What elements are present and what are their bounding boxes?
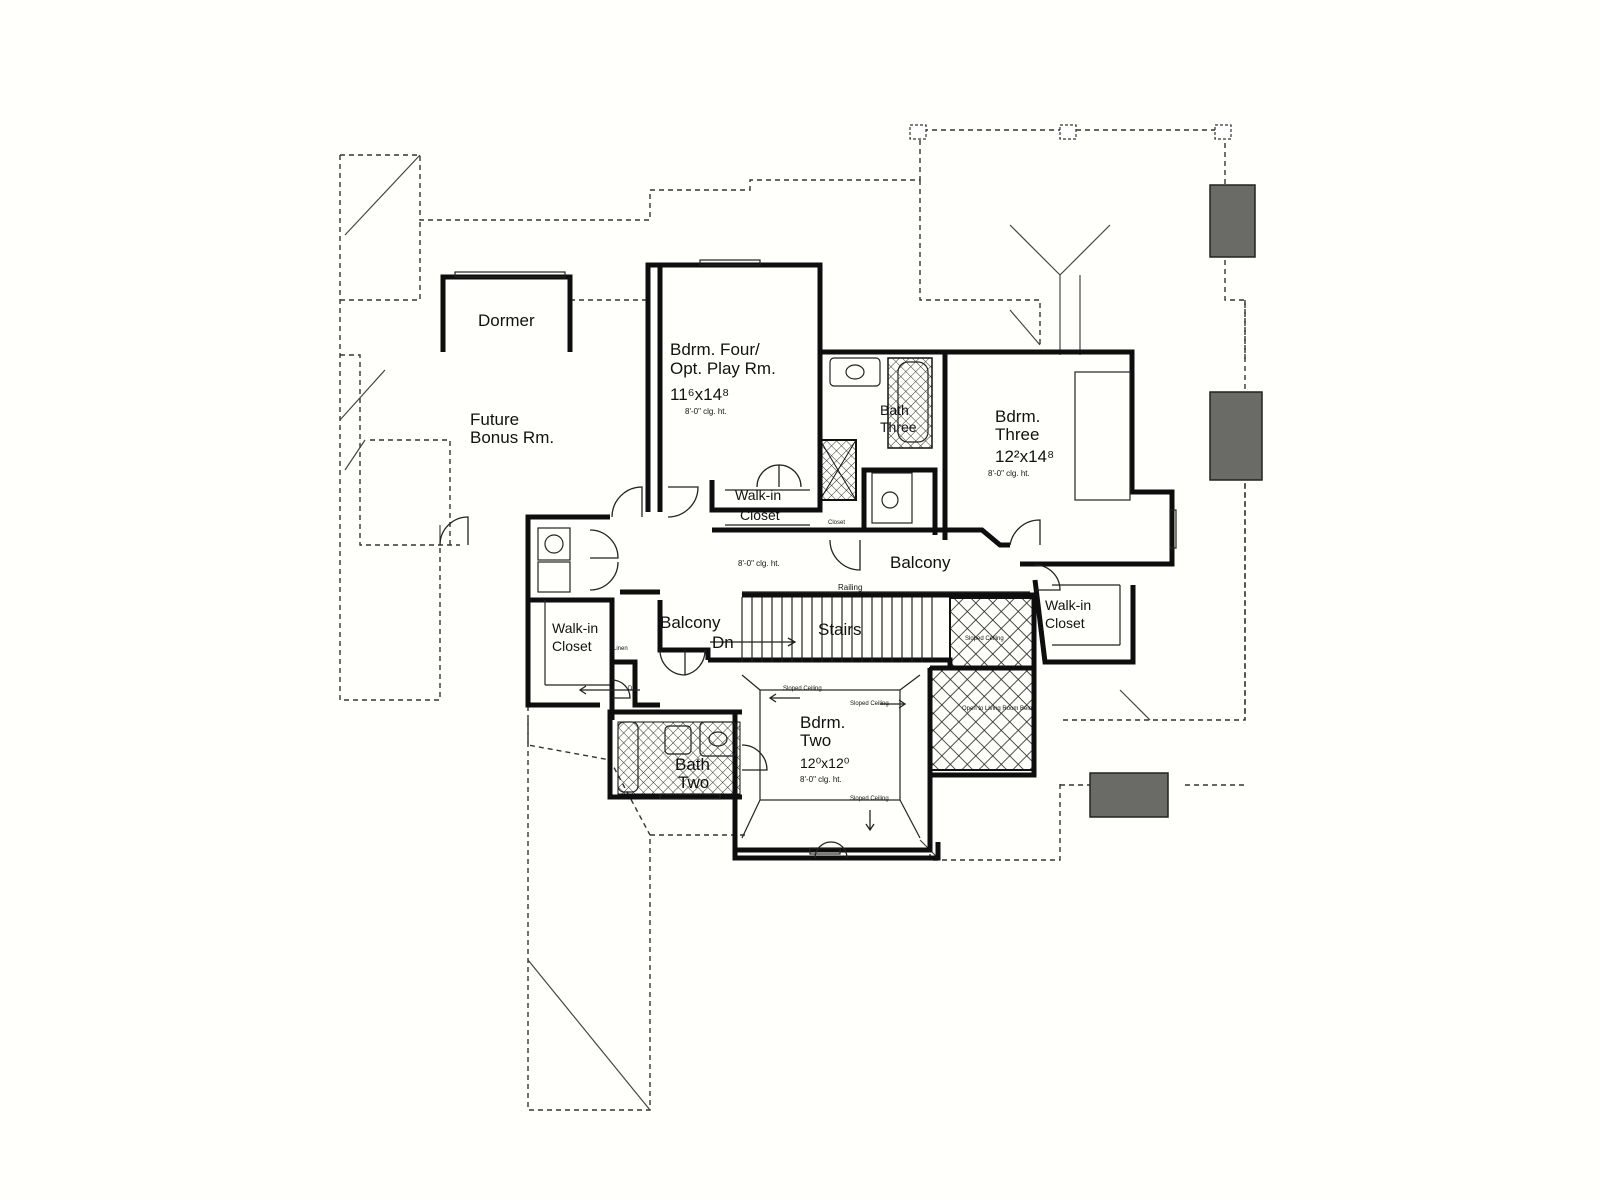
door-swings	[439, 464, 1061, 859]
label-railing: Railing	[838, 583, 862, 592]
label-hall-ceiling: 8'-0" clg. ht.	[738, 559, 780, 568]
label-sloped-ceiling-3: Sloped Ceiling	[850, 796, 889, 802]
label-walkin-top-line2: Closet	[740, 507, 780, 523]
label-bdrm-three-line1: Bdrm.	[995, 407, 1040, 426]
label-sloped-ceiling-1: Sloped Ceiling	[783, 686, 822, 692]
roof-hip-lines	[339, 154, 1151, 1111]
chimney-blocks	[1089, 184, 1263, 818]
label-walkin-left-line2: Closet	[552, 638, 592, 654]
label-bdrm-three-size: 12²x14⁸	[995, 447, 1054, 466]
label-sloped-ceiling-4: Sloped Ceiling	[965, 636, 1004, 642]
porch-columns	[909, 124, 1232, 140]
label-bath-two-line2: Two	[678, 773, 709, 792]
label-walkin-right-line2: Closet	[1045, 615, 1085, 631]
label-bdrm-four-size: 11⁶x14⁸	[670, 385, 729, 404]
label-bath-three-line1: Bath	[880, 402, 909, 418]
label-bdrm-four-line2: Opt. Play Rm.	[670, 359, 776, 378]
label-walkin-top-line1: Walk-in	[735, 487, 781, 503]
label-bdrm-two-ceiling: 8'-0" clg. ht.	[800, 775, 842, 784]
label-bdrm-three-ceiling: 8'-0" clg. ht.	[988, 469, 1030, 478]
bath-three-tile	[887, 357, 933, 449]
open-to-below-area	[929, 597, 1035, 771]
label-bdrm-three-line2: Three	[995, 425, 1039, 444]
bath-three-shower	[819, 439, 857, 501]
label-balcony-left: Balcony	[660, 613, 721, 632]
label-stairs: Stairs	[818, 620, 861, 639]
label-bdrm-four-line1: Bdrm. Four/	[670, 340, 760, 359]
label-bath-three-line2: Three	[880, 419, 917, 435]
label-bonus-room-line1: Future	[470, 410, 519, 429]
label-dn: Dn	[712, 633, 734, 652]
label-bdrm-two-line2: Two	[800, 731, 831, 750]
label-linen: Linen	[613, 646, 628, 652]
label-sloped-ceiling-2: Sloped Ceiling	[850, 701, 889, 707]
arrows	[578, 637, 907, 832]
label-bonus-room-line2: Bonus Rm.	[470, 428, 554, 447]
label-open-below: Open to Living Room Below	[962, 706, 1037, 712]
label-walkin-right-line1: Walk-in	[1045, 597, 1091, 613]
label-dn-small: Dn	[628, 686, 636, 692]
label-bdrm-two-size: 12⁰x12⁰	[800, 755, 850, 771]
label-bdrm-two-line1: Bdrm.	[800, 713, 845, 732]
label-walkin-left-line1: Walk-in	[552, 620, 598, 636]
label-dormer: Dormer	[478, 311, 535, 330]
label-closet-small: Closet	[828, 520, 845, 526]
interior-lines	[454, 259, 1177, 855]
label-bdrm-four-ceiling: 8'-0" clg. ht.	[685, 407, 727, 416]
label-bath-two-line1: Bath	[675, 755, 710, 774]
label-balcony-right: Balcony	[890, 553, 951, 572]
